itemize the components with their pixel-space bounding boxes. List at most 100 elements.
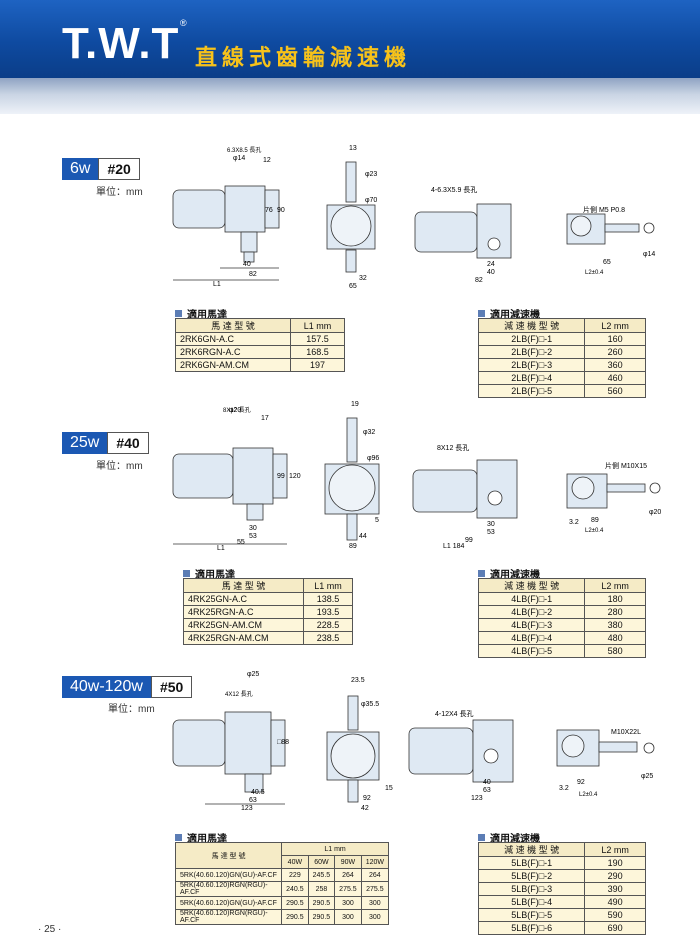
dim-label: φ20: [649, 509, 661, 516]
dim-label: 53: [249, 533, 257, 540]
front-view: [172, 711, 286, 805]
unit-label: 單位：mm: [96, 461, 143, 472]
drawing-40w-120w: φ25 4X12 長孔 40.5 63 123 □88 23.5 φ35.5 1…: [172, 671, 655, 812]
dim-label: 89: [591, 517, 599, 524]
dim-label: φ14: [643, 251, 655, 258]
page-title: 直線式齒輪減速機: [195, 45, 412, 70]
frame-badge: #50: [150, 676, 193, 698]
dim-label: 90: [277, 207, 285, 214]
dim-label: 8X12 長孔: [223, 406, 251, 414]
dim-label: 4-12X4 長孔: [435, 710, 474, 718]
motor-table-title: 適用馬達: [183, 566, 235, 581]
side-view: [324, 417, 380, 541]
gearhead-side-view: [566, 213, 655, 245]
dim-label: 6.3X8.5 長孔: [227, 146, 261, 154]
dim-label: 23.5: [351, 677, 365, 684]
drawing-6w: L1 40 82 6.3X8.5 長孔 φ14 12 76 90 13 φ23 …: [172, 145, 655, 290]
dim-label: 120: [289, 473, 301, 480]
dim-label: L2±0.4: [579, 792, 598, 798]
dim-label: 40: [483, 779, 491, 786]
dim-label: 40.5: [251, 789, 265, 796]
side-view: [326, 695, 380, 803]
reducer-table-title: 適用減速機: [478, 306, 540, 321]
dim-label: 15: [385, 785, 393, 792]
dim-label: 123: [241, 805, 253, 812]
motor-table-title: 適用馬達: [175, 306, 227, 321]
dim-label: φ25: [247, 671, 259, 678]
dim-label: L2±0.4: [585, 270, 604, 276]
dim-label: 片側 M5 P0.8: [583, 205, 625, 214]
dim-label: 55: [237, 539, 245, 546]
dim-label: 13: [349, 145, 357, 152]
front-view: [172, 185, 280, 281]
section-label-6w: 6w #20: [62, 158, 140, 180]
motor-table-title: 適用馬達: [175, 830, 227, 845]
dim-label: 24: [487, 261, 495, 268]
gearhead-front-view: [412, 459, 518, 519]
dim-label: φ23: [365, 171, 377, 178]
dim-label: 92: [577, 779, 585, 786]
dim-label: φ25: [641, 773, 653, 780]
bullet-square-icon: [183, 570, 190, 577]
power-badge: 6w: [62, 158, 99, 180]
gearhead-side-view: [556, 729, 655, 767]
dim-label: 89: [349, 543, 357, 550]
dim-label: 8X12 長孔: [437, 444, 469, 452]
brand-logo: T.W.T: [62, 19, 180, 68]
dim-label: L1: [213, 281, 221, 288]
dim-label: 123: [471, 795, 483, 802]
header-band: [0, 78, 700, 114]
dim-label: φ96: [367, 455, 379, 462]
section-label-40w-120w: 40w-120w #50: [62, 676, 193, 698]
table-row: 5RK(40.60.120)RGN(RGU)-AF.CF 290.5 290.5…: [174, 909, 390, 925]
gearhead-front-view: [414, 203, 512, 259]
dim-label: 4-6.3X5.9 長孔: [431, 186, 477, 194]
frame-badge: #40: [107, 432, 149, 454]
frame-badge: #20: [98, 158, 140, 180]
table-row: 5RK(40.60.120)GN(GU)-AF.CF 290.5 290.5 3…: [174, 896, 390, 910]
bullet-square-icon: [478, 834, 485, 841]
dim-label: 44: [359, 533, 367, 540]
front-view: [172, 447, 288, 545]
dim-label: □88: [277, 739, 289, 746]
unit-label: 單位：mm: [108, 704, 155, 715]
bullet-square-icon: [175, 310, 182, 317]
bullet-square-icon: [478, 570, 485, 577]
dim-label: 40: [243, 261, 251, 268]
dim-label: 82: [475, 277, 483, 284]
unit-label: 單位：mm: [96, 187, 143, 198]
dim-label: 53: [487, 529, 495, 536]
table-row: 5RK(40.60.120)RGN(RGU)-AF.CF 240.5 258 2…: [174, 881, 390, 897]
gearhead-side-view: [566, 473, 661, 509]
dim-label: 92: [363, 795, 371, 802]
dim-label: 3.2: [559, 785, 569, 792]
page-header: [0, 0, 700, 78]
reducer-table-title: 適用減速機: [478, 830, 540, 845]
dim-label: 65: [603, 259, 611, 266]
dim-label: φ14: [233, 155, 245, 162]
reducer-table-title: 適用減速機: [478, 566, 540, 581]
dim-label: 40: [487, 269, 495, 276]
gearhead-front-view: [408, 719, 514, 783]
bullet-square-icon: [175, 834, 182, 841]
dim-label: 30: [487, 521, 495, 528]
dim-label: L2±0.4: [585, 528, 604, 534]
dim-label: 3.2: [569, 519, 579, 526]
